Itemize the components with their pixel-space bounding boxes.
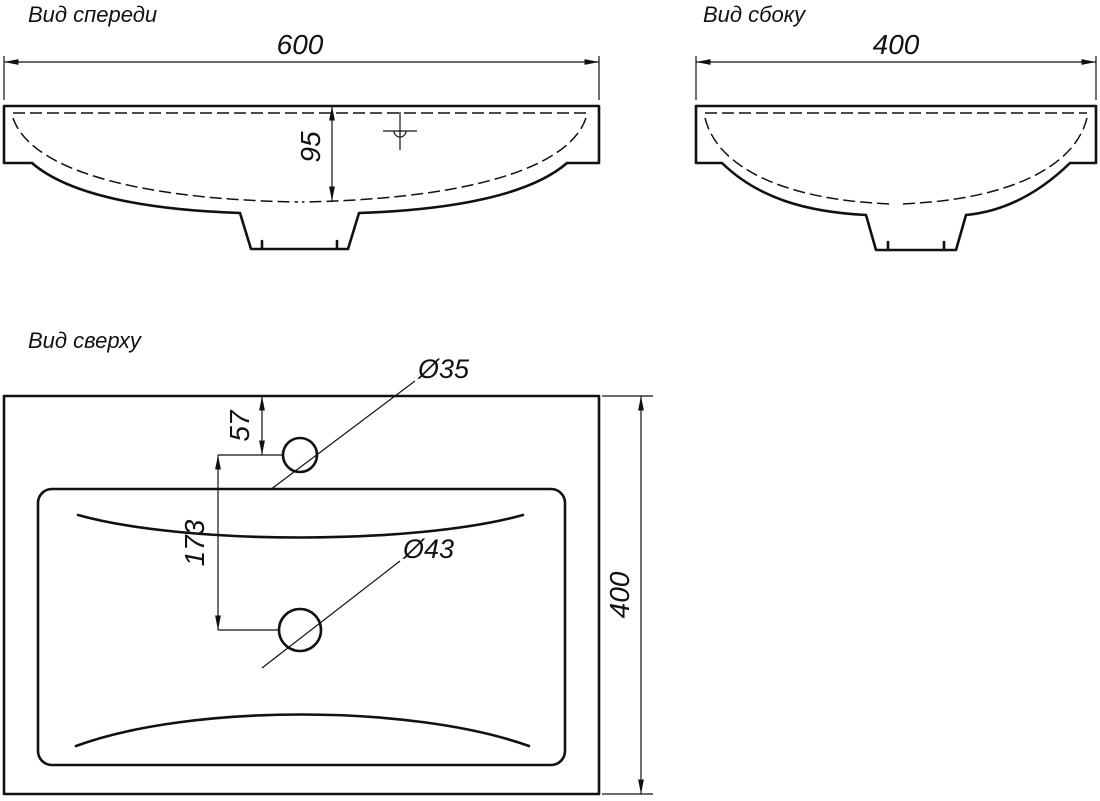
side-outline <box>694 104 1098 252</box>
faucet-diameter-callout: Ø35 <box>269 354 470 491</box>
basin-front-curve <box>74 713 531 748</box>
side-view: Вид сбоку 400 <box>694 2 1098 252</box>
front-basin-depth-dimension: 95 <box>295 106 335 201</box>
front-faucet-hole-mark <box>383 112 417 150</box>
front-width-dim-label: 600 <box>277 29 324 60</box>
drain-dia-leader-line <box>261 560 401 669</box>
front-width-dimension: 600 <box>3 29 600 100</box>
faucet-offset-dimension: 57 <box>218 396 283 456</box>
basin-opening-rect <box>36 487 567 767</box>
top-view: Вид сверху Ø35 Ø43 57 173 400 <box>2 328 653 796</box>
front-view: Вид спереди 600 95 <box>2 2 601 251</box>
top-depth-dim-label: 400 <box>604 571 635 618</box>
side-depth-dimension: 400 <box>695 29 1097 100</box>
front-basin-depth-dim-label: 95 <box>295 131 326 163</box>
top-depth-extension-lines <box>602 395 653 795</box>
side-hidden-outline <box>704 112 1088 205</box>
front-outline <box>2 104 601 251</box>
top-depth-dimension: 400 <box>602 395 653 795</box>
faucet-to-drain-dimension: 173 <box>179 455 279 631</box>
drain-dia-label: Ø43 <box>402 534 454 564</box>
faucet-centerline-icon <box>383 112 417 150</box>
top-view-title: Вид сверху <box>28 328 143 353</box>
drain-hole-circle <box>277 607 323 653</box>
drain-diameter-callout: Ø43 <box>261 534 454 669</box>
basin-back-curve <box>76 513 525 539</box>
side-view-title: Вид сбоку <box>703 2 807 27</box>
faucet-dia-label: Ø35 <box>417 354 470 384</box>
faucet-offset-dim-label: 57 <box>224 409 255 442</box>
faucet-to-drain-dim-label: 173 <box>179 519 210 566</box>
front-view-title: Вид спереди <box>28 2 157 27</box>
top-outline-rect <box>2 394 601 796</box>
side-depth-dim-label: 400 <box>873 29 920 60</box>
front-hidden-outline <box>12 112 587 203</box>
faucet-dia-leader-line <box>269 380 416 491</box>
